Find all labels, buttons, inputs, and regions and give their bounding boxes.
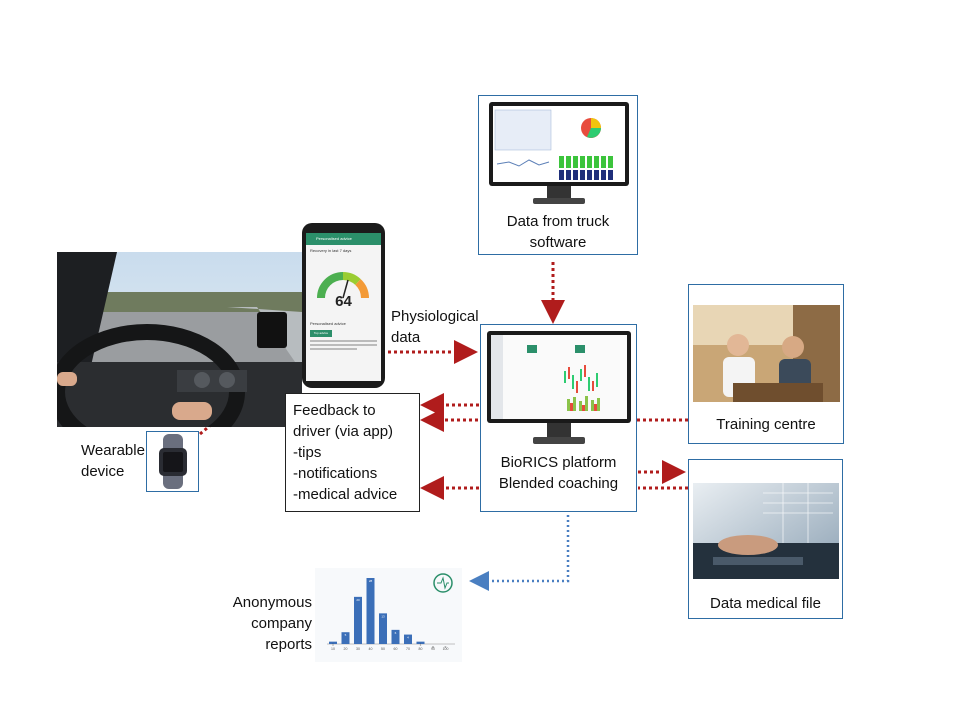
smartphone-app: Personalised advice Recovery in last 7 d… bbox=[302, 223, 385, 388]
app-card-title: Recovery in last 7 days bbox=[310, 248, 352, 253]
reports-label-line3: reports bbox=[265, 636, 312, 653]
physiological-label: Physiological data bbox=[391, 306, 479, 348]
monitor-icon bbox=[487, 331, 631, 444]
medical-file-node: Data medical file bbox=[688, 459, 843, 619]
training-photo bbox=[693, 305, 840, 402]
histogram-value-label: 20 bbox=[356, 598, 360, 602]
histogram-value-label: 6 bbox=[395, 631, 397, 635]
histogram-bar bbox=[329, 641, 337, 644]
histogram-bar bbox=[416, 641, 425, 644]
top-advice-button[interactable]: Top advice bbox=[310, 330, 332, 337]
reports-label-line1: Anonymous bbox=[232, 594, 312, 611]
platform-label-line2: Blended coaching bbox=[498, 475, 619, 492]
histogram-category-label: 80 bbox=[419, 647, 423, 651]
histogram-category-label: 60 bbox=[394, 647, 398, 651]
histogram-category-label: 10 bbox=[331, 647, 335, 651]
arrow-platform-to-reports bbox=[469, 510, 570, 591]
histogram-bar bbox=[341, 632, 350, 644]
histogram-bar bbox=[354, 596, 362, 644]
histogram-category-label: 40 bbox=[369, 647, 373, 651]
histogram-bar bbox=[391, 629, 400, 644]
wearable-label-line1: Wearable bbox=[81, 442, 145, 459]
wearable-label-line2: device bbox=[81, 463, 125, 480]
training-centre-node: Training centre bbox=[688, 284, 844, 444]
wearable-device-image bbox=[146, 431, 199, 492]
histogram-value-label: 5 bbox=[345, 633, 347, 637]
truck-software-label-line1: Data from truck bbox=[506, 213, 610, 230]
histogram-category-label: 30 bbox=[356, 647, 360, 651]
recovery-gauge bbox=[317, 272, 369, 299]
histogram-category-label: 20 bbox=[344, 647, 348, 651]
advice-title: Personalised advice bbox=[310, 321, 346, 326]
medical-file-label: Data medical file bbox=[710, 595, 821, 612]
histogram-bar bbox=[366, 578, 375, 644]
histogram-value-label: 0 bbox=[445, 645, 447, 649]
monitor-icon bbox=[489, 102, 629, 204]
feedback-line4: -notifications bbox=[293, 465, 378, 482]
feedback-line1: Feedback to bbox=[293, 402, 376, 419]
feedback-line5: -medical advice bbox=[293, 486, 398, 503]
reports-label-line2: company bbox=[251, 615, 312, 632]
histogram-value-label: 0 bbox=[432, 645, 434, 649]
brand-logo-icon bbox=[433, 573, 453, 593]
histogram-category-label: 100 bbox=[443, 647, 449, 651]
physiological-label-line2: data bbox=[391, 329, 421, 346]
medical-photo bbox=[693, 483, 839, 579]
truck-software-label-line2: software bbox=[529, 234, 587, 251]
platform-label-line1: BioRICS platform bbox=[500, 454, 617, 471]
histogram-value-label: 13 bbox=[381, 614, 385, 618]
histogram-category-label: 50 bbox=[381, 647, 385, 651]
feedback-line2: driver (via app) bbox=[293, 423, 394, 440]
wearable-label: Wearable device bbox=[81, 440, 145, 482]
histogram-value-label: 1 bbox=[332, 643, 334, 647]
histogram-value-label: 28 bbox=[369, 579, 373, 583]
feedback-line3: -tips bbox=[293, 444, 322, 461]
feedback-node: Feedback to driver (via app) -tips -noti… bbox=[285, 393, 420, 512]
physiological-label-line1: Physiological bbox=[391, 308, 479, 325]
histogram-value-label: 1 bbox=[420, 643, 422, 647]
truck-cabin-photo bbox=[57, 252, 302, 427]
biorics-platform-node: BioRICS platform Blended coaching bbox=[480, 324, 637, 512]
recovery-score: 64 bbox=[335, 293, 352, 310]
training-centre-label: Training centre bbox=[716, 416, 816, 433]
histogram-bar bbox=[379, 613, 387, 644]
reports-label: Anonymous company reports bbox=[214, 592, 312, 655]
histogram-bar bbox=[404, 634, 412, 644]
advice-text-lines bbox=[310, 340, 377, 350]
histogram-value-label: 4 bbox=[407, 636, 409, 640]
app-header: Personalised advice bbox=[306, 233, 381, 245]
histogram-category-label: 90 bbox=[431, 647, 435, 651]
truck-software-node: Data from truck software bbox=[478, 95, 638, 255]
histogram-category-label: 70 bbox=[406, 647, 410, 651]
